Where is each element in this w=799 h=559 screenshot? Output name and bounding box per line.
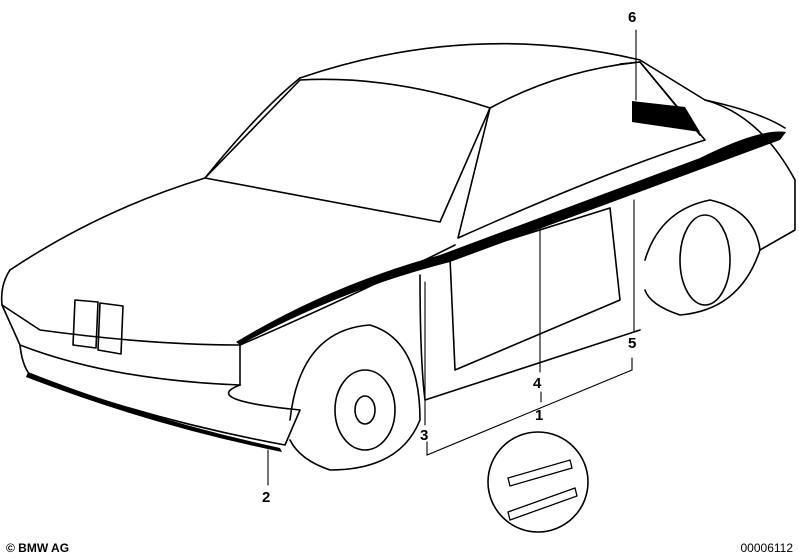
callout-4: 4 (533, 375, 542, 392)
callout-3: 3 (420, 427, 428, 444)
leader-lines (267, 29, 637, 486)
figure-id-label: 00006112 (740, 541, 794, 555)
callout-6: 6 (628, 9, 636, 26)
copyright-label: © BMW AG (6, 541, 70, 555)
callout-5: 5 (628, 335, 636, 352)
callout-2: 2 (262, 489, 270, 506)
car-body (0, 42, 796, 471)
detail-circle (487, 431, 589, 533)
callout-1: 1 (535, 407, 543, 424)
